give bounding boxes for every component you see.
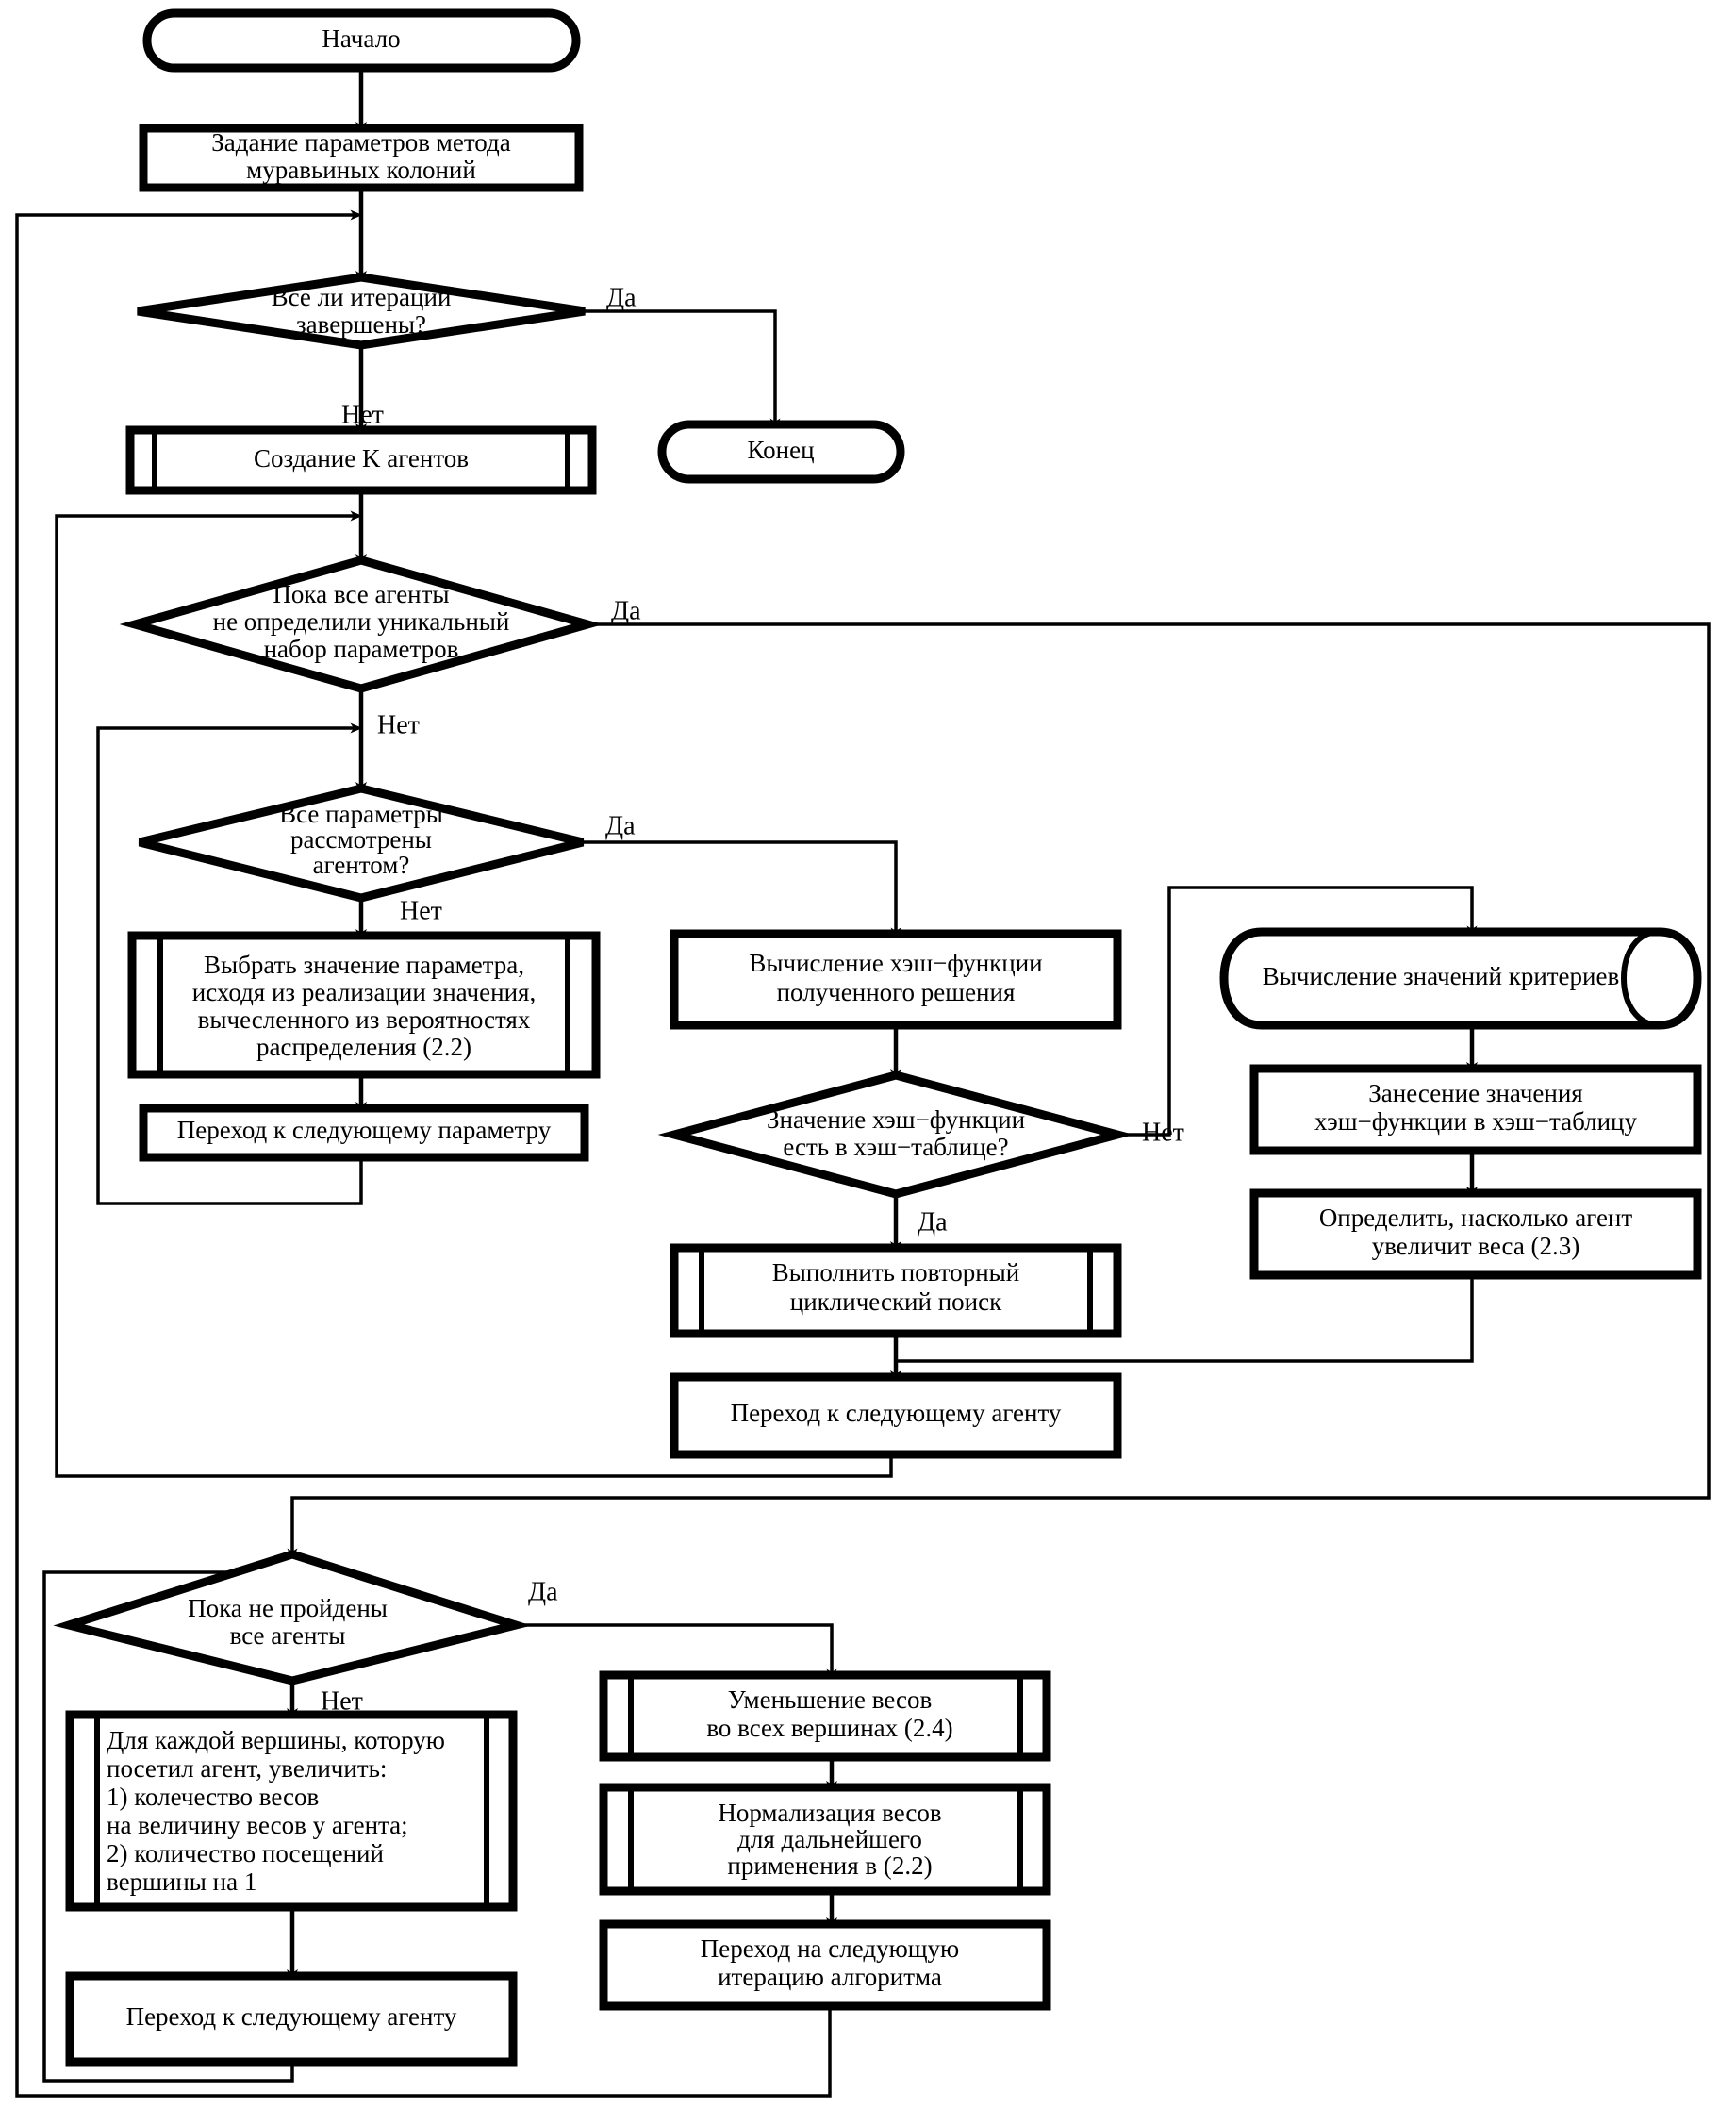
edge-label-params-done-yes: Да bbox=[605, 811, 636, 840]
node-increase-weights-line-3: 1) колечество весов bbox=[107, 1783, 319, 1811]
node-all-agents-passed-line-2: все агенты bbox=[230, 1621, 346, 1650]
node-create-agents-label: Создание K агентов bbox=[254, 444, 469, 473]
edge-loop-bottom-agents-return bbox=[42, 1567, 294, 2083]
edge-params-done-yes bbox=[583, 840, 901, 940]
edge-all-agents-yes bbox=[516, 1623, 837, 1682]
edge-label-all-agents-no: Нет bbox=[321, 1686, 363, 1716]
node-increase-weights-line-4: на величину весов у агента; bbox=[107, 1811, 408, 1839]
edge-agents-unique-yes bbox=[287, 622, 1711, 1561]
edge-determine-increase-to-next-agent bbox=[898, 1275, 1474, 1363]
node-all-agents-passed-line-1: Пока не пройдены bbox=[188, 1594, 388, 1622]
node-next-agent-bottom[interactable]: Переход к следующему агенту bbox=[65, 1971, 518, 2067]
node-iter-done[interactable]: Все ли итерации завершены? bbox=[137, 273, 586, 350]
node-next-iteration-line-1: Переход на следующую bbox=[701, 1934, 959, 1963]
edge-label-params-done-no: Нет bbox=[400, 896, 442, 925]
node-normalize-weights-line-1: Нормализация весов bbox=[718, 1799, 941, 1827]
node-calc-criteria-label: Вычисление значений критериев bbox=[1263, 962, 1619, 990]
node-iter-done-line-1: Все ли итерации bbox=[272, 283, 452, 311]
node-store-hash[interactable]: Занесение значения хэш−функции в хэш−таб… bbox=[1249, 1064, 1702, 1155]
node-increase-weights-line-5: 2) количество посещений bbox=[107, 1839, 384, 1867]
node-set-params-line-2: муравьиных колоний bbox=[246, 156, 476, 184]
node-next-agent-top-label: Переход к следующему агенту bbox=[731, 1399, 1062, 1427]
node-normalize-weights-line-3: применения в (2.2) bbox=[727, 1851, 932, 1880]
edge-outer-loop-return bbox=[15, 209, 832, 2098]
node-set-params-line-1: Задание параметров метода bbox=[211, 128, 510, 157]
node-determine-increase-line-1: Определить, насколько агент bbox=[1319, 1203, 1633, 1232]
node-end[interactable]: Конец bbox=[657, 420, 905, 484]
node-repeat-search-line-1: Выполнить повторный bbox=[772, 1258, 1020, 1286]
node-hash-calc[interactable]: Вычисление хэш−функции полученного решен… bbox=[670, 929, 1122, 1030]
edge-label-all-agents-yes: Да bbox=[528, 1577, 558, 1606]
edge-loop-agents-return bbox=[55, 510, 893, 1478]
node-next-agent-top[interactable]: Переход к следующему агенту bbox=[670, 1372, 1122, 1459]
node-store-hash-line-1: Занесение значения bbox=[1368, 1079, 1582, 1107]
node-normalize-weights[interactable]: Нормализация весов для дальнейшего приме… bbox=[599, 1783, 1051, 1896]
edge-label-iter-done-yes: Да bbox=[606, 283, 637, 312]
edge-label-hash-in-table-no: Нет bbox=[1142, 1118, 1184, 1147]
node-all-agents-passed[interactable]: Пока не пройдены все агенты bbox=[53, 1550, 532, 1685]
node-next-iteration-line-2: итерацию алгоритма bbox=[718, 1963, 942, 1991]
node-normalize-weights-line-2: для дальнейшего bbox=[737, 1825, 922, 1853]
node-increase-weights-line-1: Для каждой вершины, которую bbox=[107, 1726, 445, 1754]
node-increase-weights[interactable]: Для каждой вершины, которую посетил аген… bbox=[65, 1710, 518, 1912]
node-agents-unique-line-1: Пока все агенты bbox=[273, 580, 449, 608]
node-start[interactable]: Начало bbox=[142, 8, 581, 73]
node-hash-calc-line-1: Вычисление хэш−функции bbox=[749, 949, 1042, 977]
node-hash-in-table-line-2: есть в хэш−таблице? bbox=[783, 1133, 1008, 1161]
node-repeat-search[interactable]: Выполнить повторный циклический поиск bbox=[670, 1243, 1122, 1338]
node-params-done-line-2: рассмотрены bbox=[290, 825, 432, 854]
node-iter-done-line-2: завершены? bbox=[296, 310, 426, 339]
node-create-agents[interactable]: Создание K агентов bbox=[125, 425, 597, 495]
edge-label-agents-unique-no: Нет bbox=[377, 710, 420, 739]
node-calc-criteria[interactable]: Вычисление значений критериев bbox=[1219, 927, 1702, 1030]
node-increase-weights-line-2: посетил агент, увеличить: bbox=[107, 1754, 387, 1783]
node-params-done-line-3: агентом? bbox=[313, 851, 410, 879]
node-next-agent-bottom-label: Переход к следующему агенту bbox=[126, 2002, 457, 2031]
node-choose-value-line-2: исходя из реализации значения, bbox=[192, 978, 536, 1006]
node-set-params[interactable]: Задание параметров метода муравьиных кол… bbox=[139, 124, 584, 192]
edge-label-agents-unique-yes: Да bbox=[611, 596, 641, 625]
node-decrease-weights[interactable]: Уменьшение весов во всех вершинах (2.4) bbox=[599, 1670, 1051, 1762]
node-agents-unique-line-2: не определили уникальный bbox=[213, 607, 510, 636]
node-choose-value-line-3: вычесленного из вероятностях bbox=[198, 1005, 531, 1034]
node-hash-calc-line-2: полученного решения bbox=[777, 978, 1016, 1006]
node-determine-increase[interactable]: Определить, насколько агент увеличит вес… bbox=[1249, 1188, 1702, 1280]
edge-loop-params-return bbox=[96, 722, 363, 1205]
node-increase-weights-line-6: вершины на 1 bbox=[107, 1867, 256, 1896]
node-determine-increase-line-2: увеличит веса (2.3) bbox=[1372, 1232, 1580, 1260]
node-repeat-search-line-2: циклический поиск bbox=[790, 1287, 1002, 1316]
node-store-hash-line-2: хэш−функции в хэш−таблицу bbox=[1314, 1107, 1638, 1136]
node-next-param-label: Переход к следующему параметру bbox=[177, 1116, 552, 1144]
node-agents-unique-line-3: набор параметров bbox=[264, 635, 459, 663]
edge-iter-done-yes bbox=[585, 309, 781, 431]
node-start-label: Начало bbox=[322, 25, 400, 53]
node-end-label: Конец bbox=[747, 436, 814, 464]
edge-label-hash-in-table-yes: Да bbox=[918, 1207, 948, 1237]
edge-hash-in-table-no bbox=[1117, 886, 1478, 1137]
node-choose-value[interactable]: Выбрать значение параметра, исходя из ре… bbox=[127, 931, 601, 1079]
node-next-iteration[interactable]: Переход на следующую итерацию алгоритма bbox=[599, 1919, 1051, 2011]
node-params-done[interactable]: Все параметры рассмотрены агентом? bbox=[138, 784, 585, 903]
node-next-param[interactable]: Переход к следующему параметру bbox=[139, 1104, 589, 1162]
node-choose-value-line-1: Выбрать значение параметра, bbox=[204, 951, 524, 979]
node-agents-unique[interactable]: Пока все агенты не определили уникальный… bbox=[119, 556, 603, 693]
node-decrease-weights-line-1: Уменьшение весов bbox=[728, 1685, 932, 1714]
edge-label-iter-done-no: Нет bbox=[341, 400, 384, 429]
node-params-done-line-1: Все параметры bbox=[279, 800, 443, 828]
node-hash-in-table-line-1: Значение хэш−функции bbox=[767, 1105, 1025, 1134]
node-decrease-weights-line-2: во всех вершинах (2.4) bbox=[706, 1714, 952, 1742]
node-choose-value-line-4: распределения (2.2) bbox=[256, 1033, 471, 1061]
node-hash-in-table[interactable]: Значение хэш−функции есть в хэш−таблице? bbox=[657, 1071, 1134, 1199]
